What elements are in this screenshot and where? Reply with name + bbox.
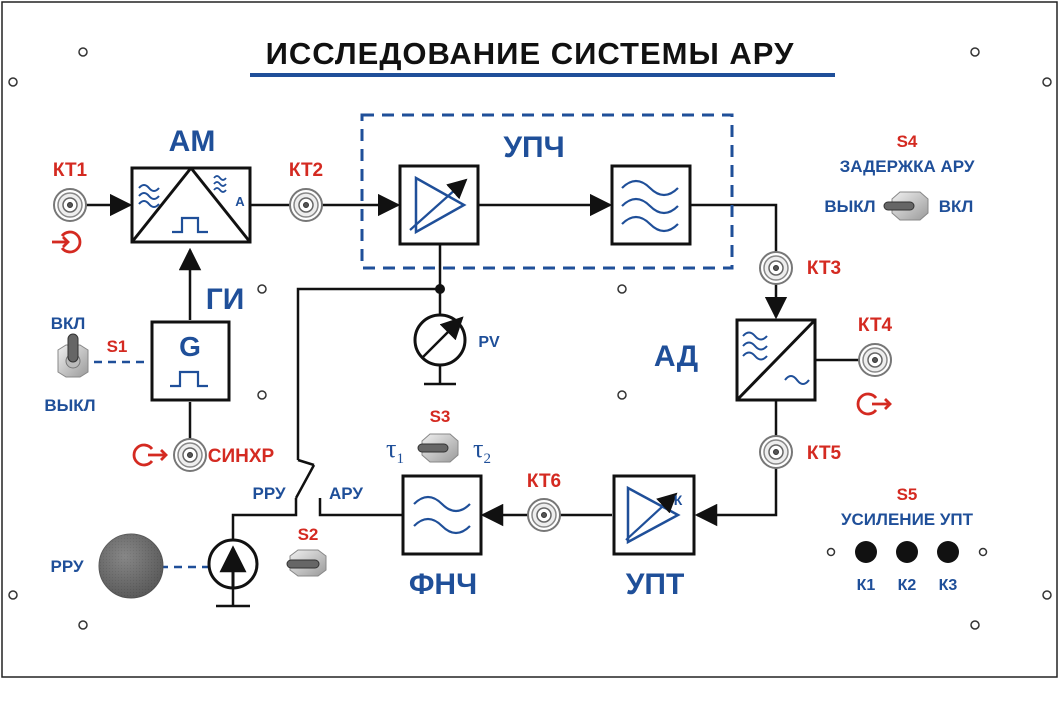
- kt5-label: КТ5: [807, 443, 842, 464]
- kt3-label: КТ3: [807, 258, 841, 279]
- kt6-label: КТ6: [527, 471, 561, 492]
- signal-wires: [86, 193, 860, 608]
- ad-detector-block: [735, 318, 817, 402]
- s3-toggle-switch[interactable]: [417, 433, 459, 463]
- s1-off-label: ВЫКЛ: [44, 396, 95, 415]
- modulated-wave-icon: [213, 175, 227, 193]
- current-source-symbol: [207, 538, 259, 590]
- input-symbol-icon: [52, 230, 82, 254]
- fnch-label: ФНЧ: [409, 568, 477, 601]
- sine-icon: [138, 184, 160, 208]
- s2-toggle-switch[interactable]: [286, 549, 327, 577]
- s5-button-k3[interactable]: [937, 541, 959, 563]
- s4-toggle-switch[interactable]: [883, 191, 929, 221]
- s5-label: S5: [897, 485, 918, 504]
- kt4-label: КТ4: [858, 315, 893, 336]
- junction-dot: [435, 284, 445, 294]
- pv-voltmeter: [413, 313, 467, 367]
- pulse-icon: [172, 216, 208, 234]
- kt6-connector[interactable]: [527, 498, 561, 532]
- gi-label: ГИ: [206, 283, 245, 316]
- kt3-connector[interactable]: [759, 251, 793, 285]
- s2-rru-label: РРУ: [252, 484, 285, 503]
- g-label: G: [179, 331, 201, 362]
- dashed-links: [80, 360, 210, 569]
- mounting-screws: [8, 47, 1052, 630]
- upch-filter-block: [610, 164, 692, 246]
- s1-label: S1: [107, 337, 128, 356]
- kt4-connector[interactable]: [858, 343, 892, 377]
- am-a-label: А: [235, 194, 245, 209]
- upch-label: УПЧ: [503, 131, 564, 164]
- pulse-icon: [170, 370, 208, 388]
- upch-group-frame: [360, 113, 734, 270]
- s4-on-label: ВКЛ: [939, 197, 974, 216]
- upt-k-label: К: [674, 492, 683, 508]
- upt-label: УПТ: [626, 568, 685, 601]
- kt1-label: КТ1: [53, 160, 88, 181]
- rru-knob-shade: [99, 534, 163, 598]
- s2-label: S2: [298, 525, 319, 544]
- s2-aru-label: АРУ: [329, 484, 363, 503]
- s3-tau2-label: τ2: [473, 434, 491, 467]
- s4-caption: ЗАДЕРЖКА АРУ: [840, 157, 975, 176]
- s5-k2-label: К2: [898, 577, 917, 594]
- s1-toggle-switch[interactable]: [57, 333, 89, 378]
- s5-indicator-right: [978, 547, 988, 557]
- kt5-connector[interactable]: [759, 435, 793, 469]
- s4-label: S4: [897, 132, 918, 151]
- am-modulator-block: А: [130, 166, 252, 244]
- s5-indicator-left: [826, 547, 836, 557]
- panel-title: ИССЛЕДОВАНИЕ СИСТЕМЫ АРУ: [266, 36, 795, 71]
- rru-knob-label: РРУ: [50, 557, 83, 576]
- output-symbol-icon: [856, 392, 892, 416]
- upch-amplifier-block: [398, 164, 480, 246]
- s5-k3-label: К3: [939, 577, 958, 594]
- kt2-label: КТ2: [289, 160, 323, 181]
- s4-off-label: ВЫКЛ: [824, 197, 875, 216]
- s5-k1-label: К1: [857, 577, 876, 594]
- sync-label: СИНХР: [208, 446, 275, 467]
- kt2-connector[interactable]: [289, 188, 323, 222]
- s3-label: S3: [430, 407, 451, 426]
- sync-output-icon: [132, 443, 168, 467]
- kt1-connector[interactable]: [53, 188, 87, 222]
- upt-amplifier-block: К: [612, 474, 696, 556]
- fnch-filter-block: [401, 474, 483, 556]
- pulse-generator-block: G: [150, 320, 231, 402]
- s5-button-k1[interactable]: [855, 541, 877, 563]
- pv-label: PV: [478, 334, 500, 351]
- s5-caption: УСИЛЕНИЕ УПТ: [841, 510, 974, 529]
- am-label: АМ: [169, 125, 216, 158]
- s3-tau1-label: τ1: [386, 434, 404, 467]
- ad-label: АД: [654, 340, 698, 373]
- sync-connector[interactable]: [173, 438, 207, 472]
- s5-button-k2[interactable]: [896, 541, 918, 563]
- s1-on-label: ВКЛ: [51, 314, 86, 333]
